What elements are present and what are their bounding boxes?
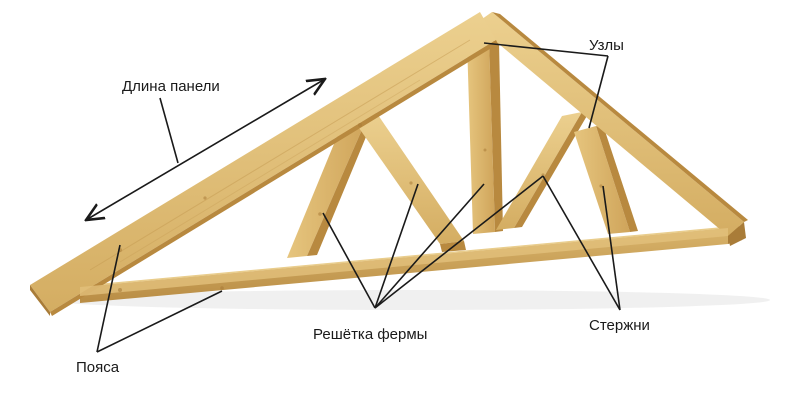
nodes-label: Узлы <box>589 37 624 54</box>
chords-label: Пояса <box>76 359 120 376</box>
top-chord-right <box>475 12 748 246</box>
leader-lines <box>96 42 621 353</box>
panel-length-arrow <box>86 79 325 220</box>
truss-web-label: Решётка фермы <box>313 326 428 343</box>
truss-web <box>287 40 638 258</box>
panel-length-label: Длина панели <box>122 78 220 95</box>
truss-shadow <box>50 290 770 310</box>
bottom-chord-front <box>80 228 728 296</box>
rods-label: Стержни <box>589 317 650 334</box>
